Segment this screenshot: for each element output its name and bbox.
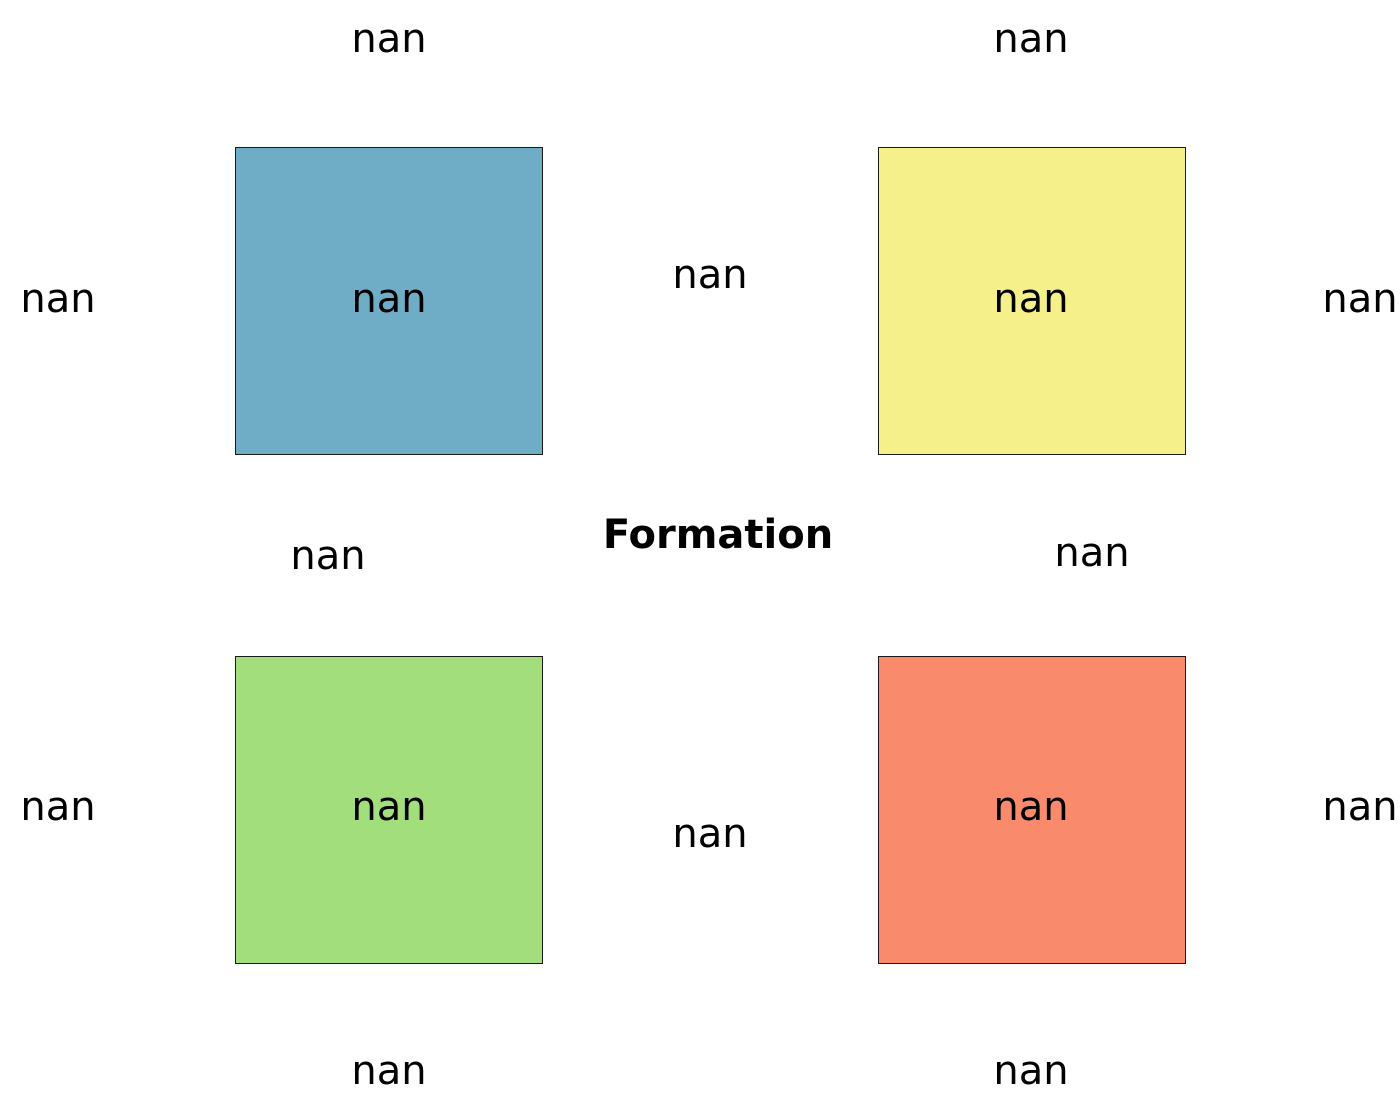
top-left-outer-label: nan [351, 16, 427, 62]
bottom-left-side-label: nan [20, 784, 96, 830]
quadrant-top-left-box [235, 147, 543, 455]
bottom-right-side-label: nan [1322, 784, 1398, 830]
top-right-diag-label: nan [1054, 530, 1130, 576]
top-left-diag-label: nan [290, 533, 366, 579]
top-right-outer-label: nan [993, 16, 1069, 62]
diagram-title: Formation [602, 512, 834, 558]
bottom-left-outer-label: nan [351, 1048, 427, 1094]
quadrant-top-right-box [878, 147, 1186, 455]
between-top-label: nan [672, 252, 748, 298]
top-left-side-label: nan [20, 276, 96, 322]
quadrant-top-right-label: nan [993, 276, 1069, 322]
between-bottom-label: nan [672, 811, 748, 857]
quadrant-bottom-left-box [235, 656, 543, 964]
bottom-right-outer-label: nan [993, 1048, 1069, 1094]
quadrant-bottom-left-label: nan [351, 784, 427, 830]
quadrant-top-left-label: nan [351, 276, 427, 322]
top-right-side-label: nan [1322, 276, 1398, 322]
quadrant-bottom-right-label: nan [993, 784, 1069, 830]
quadrant-bottom-right-box [878, 656, 1186, 964]
